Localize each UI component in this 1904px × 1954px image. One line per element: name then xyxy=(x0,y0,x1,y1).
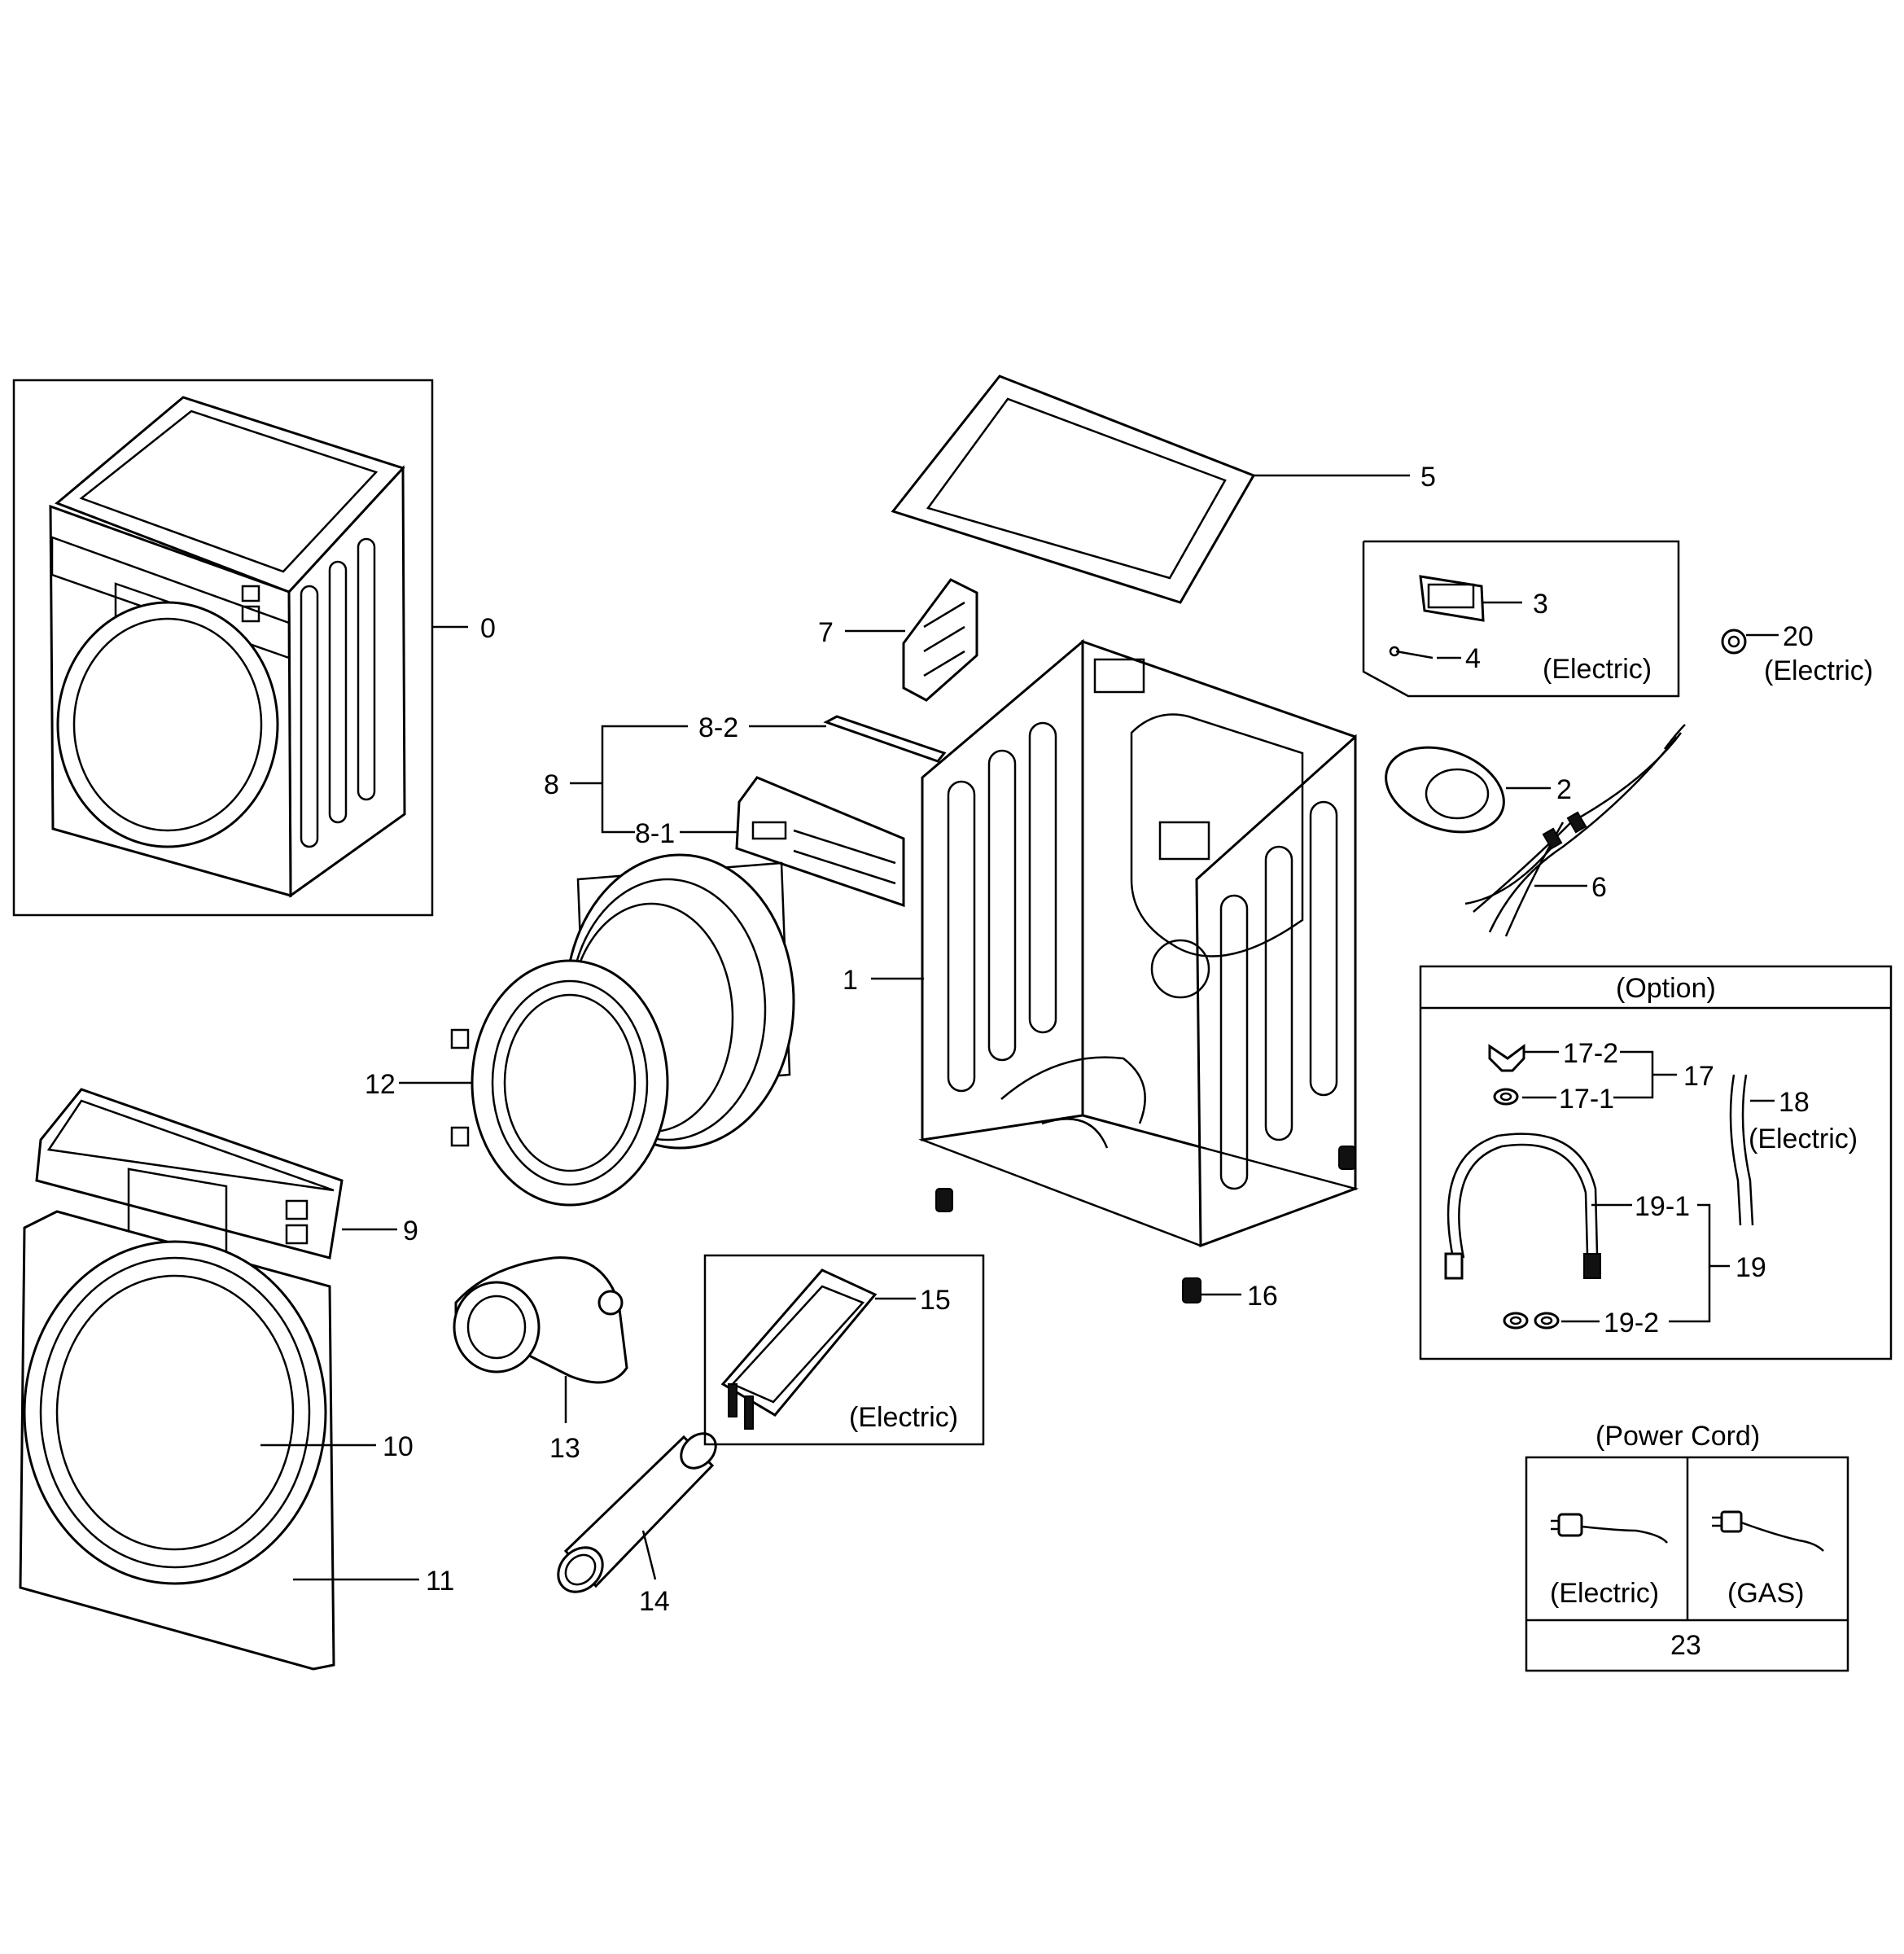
part-9-control-panel xyxy=(35,1088,397,1260)
note-electric-3-4: (Electric) xyxy=(1543,654,1652,685)
callout-18: 18 xyxy=(1779,1087,1810,1118)
callout-2: 2 xyxy=(1556,774,1572,805)
part-8-1-heater-housing xyxy=(680,776,905,908)
option-box xyxy=(1419,965,1893,1360)
callout-17-2: 17-2 xyxy=(1563,1038,1618,1069)
callout-16: 16 xyxy=(1247,1281,1278,1312)
callout-17: 17 xyxy=(1683,1061,1714,1092)
callout-10: 10 xyxy=(383,1431,414,1462)
callout-19-2: 19-2 xyxy=(1604,1308,1659,1338)
part-20-connector xyxy=(1721,629,1779,655)
callout-4: 4 xyxy=(1465,643,1481,674)
callout-12: 12 xyxy=(365,1069,396,1100)
callout-8: 8 xyxy=(544,769,559,800)
part-2-duct-cover xyxy=(1385,746,1551,834)
part-13-blower-housing xyxy=(453,1256,628,1423)
part-8-2-rail xyxy=(749,715,947,763)
note-electric-18: (Electric) xyxy=(1749,1124,1858,1154)
callout-1: 1 xyxy=(843,965,858,996)
part-5-top-cover xyxy=(891,375,1410,604)
part-12-drum xyxy=(399,853,795,1207)
part-7-bracket xyxy=(845,578,978,702)
option-title: (Option) xyxy=(1616,973,1716,1004)
note-electric-20: (Electric) xyxy=(1764,655,1873,686)
power-cord-electric-label: (Electric) xyxy=(1550,1578,1659,1609)
callout-14: 14 xyxy=(639,1586,670,1617)
callout-19: 19 xyxy=(1735,1252,1766,1283)
callout-19-1: 19-1 xyxy=(1635,1191,1690,1222)
callout-8-2: 8-2 xyxy=(698,712,738,743)
callout-5: 5 xyxy=(1420,462,1436,493)
part-16-leveling-legs xyxy=(935,1146,1356,1303)
callout-0: 0 xyxy=(480,613,496,644)
power-cord-gas-plug xyxy=(1712,1510,1824,1552)
part-15-heater-box xyxy=(703,1254,985,1446)
part-6-wire-harness xyxy=(1464,724,1686,937)
part-8-group-bracket xyxy=(570,725,688,834)
part-10-door xyxy=(23,1240,376,1585)
callout-9: 9 xyxy=(403,1216,418,1246)
callout-8-1: 8-1 xyxy=(635,818,675,849)
power-cord-title: (Power Cord) xyxy=(1595,1421,1760,1452)
callout-20: 20 xyxy=(1783,621,1814,652)
part-14-duct-tube xyxy=(557,1432,717,1593)
power-cord-electric-plug xyxy=(1551,1513,1668,1544)
callout-23: 23 xyxy=(1670,1630,1701,1661)
callout-6: 6 xyxy=(1591,872,1607,903)
callout-15: 15 xyxy=(920,1285,951,1316)
part-0-dryer-assembly xyxy=(12,379,468,917)
part-19-fill-hose xyxy=(1444,1133,1730,1330)
power-cord-table xyxy=(1525,1456,1849,1672)
note-electric-15: (Electric) xyxy=(849,1402,958,1433)
callout-13: 13 xyxy=(549,1433,580,1464)
callout-7: 7 xyxy=(818,617,834,648)
power-cord-gas-label: (GAS) xyxy=(1727,1578,1804,1609)
part-18-hose xyxy=(1729,1074,1775,1226)
callout-11: 11 xyxy=(426,1566,454,1597)
callout-17-1: 17-1 xyxy=(1559,1084,1614,1115)
callout-3: 3 xyxy=(1533,589,1548,620)
part-17-y-connector xyxy=(1488,1044,1677,1106)
part-3-4-electric-box xyxy=(1362,540,1680,698)
part-1-cabinet xyxy=(871,638,1359,1248)
